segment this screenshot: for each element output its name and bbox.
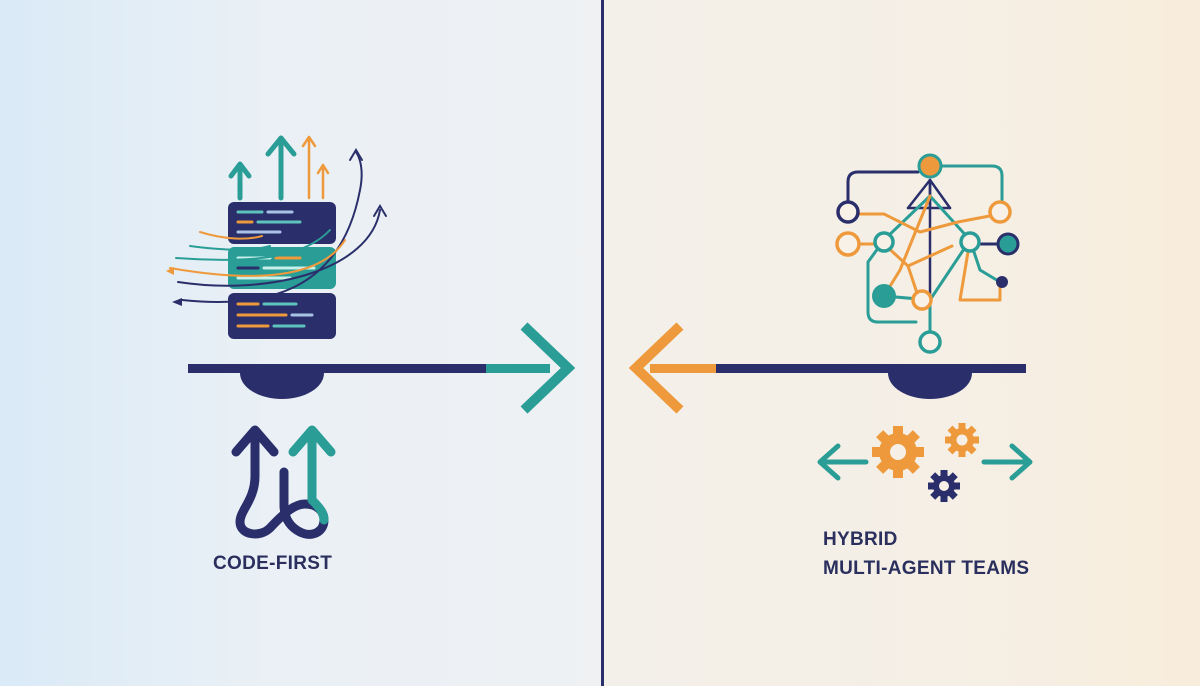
agent-network-icon — [835, 153, 1020, 354]
hybrid-label-line2: MULTI-AGENT TEAMS — [823, 558, 1030, 579]
hybrid-label-line1: HYBRID — [823, 529, 898, 550]
seesaw-beam-icon-right — [650, 364, 1026, 399]
bidirectional-arrows-icon — [817, 443, 1033, 481]
upward-arrows-icon — [228, 135, 330, 201]
left-arrow-icon — [628, 322, 684, 414]
hybrid-multi-agent-label: HYBRID MULTI-AGENT TEAMS — [823, 525, 1029, 583]
left-panel — [0, 0, 602, 686]
right-arrow-icon — [520, 322, 576, 414]
center-divider — [601, 0, 604, 686]
code-first-label: CODE-FIRST — [213, 553, 333, 574]
loop-arrows-icon — [231, 425, 336, 539]
gears-icon — [872, 423, 979, 502]
flow-curves-icon — [166, 148, 387, 306]
seesaw-beam-icon — [188, 364, 550, 399]
right-panel — [602, 0, 1200, 686]
